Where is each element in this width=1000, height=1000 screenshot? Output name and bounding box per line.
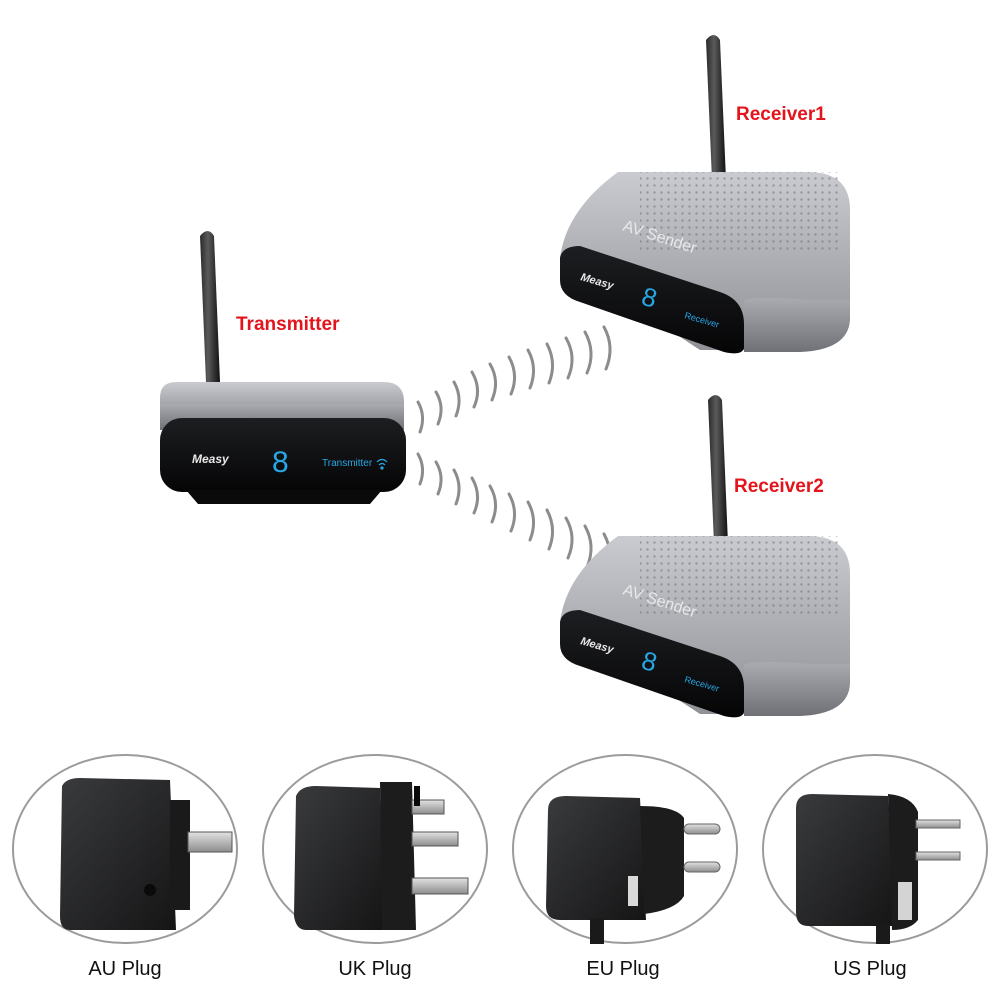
receiver2-label: Receiver2: [734, 476, 824, 497]
transmitter-front-label: Transmitter: [322, 458, 373, 469]
uk-plug-label: UK Plug: [338, 958, 412, 980]
au-plug-label: AU Plug: [88, 958, 162, 980]
au-plug-image: [12, 754, 238, 944]
uk-plug-image: [262, 754, 488, 944]
transmitter-front-panel: [160, 418, 406, 492]
receiver2-front-panel: [560, 610, 744, 718]
receiver1-antenna: [706, 35, 726, 180]
transmitter-display-digit: 8: [272, 446, 289, 479]
receiver1-device: Measy 8 Receiver AV Sender: [560, 35, 850, 354]
wifi-icon: [376, 458, 388, 470]
us-plug-image: [762, 754, 988, 944]
transmitter-brand-logo: Measy: [192, 452, 230, 466]
eu-plug-label: EU Plug: [586, 958, 660, 980]
transmitter-device: 8 Measy Transmitter: [160, 231, 406, 504]
eu-plug-image: [512, 754, 738, 944]
us-plug-label: US Plug: [833, 958, 907, 980]
receiver2-device: Measy 8 Receiver AV Sender: [560, 395, 850, 718]
transmitter-label: Transmitter: [236, 314, 340, 335]
receiver1-front-panel: [560, 246, 744, 354]
signal-waves: [416, 325, 612, 578]
transmitter-antenna: [200, 231, 220, 382]
receiver2-antenna: [708, 395, 728, 544]
receiver1-label: Receiver1: [736, 104, 826, 125]
